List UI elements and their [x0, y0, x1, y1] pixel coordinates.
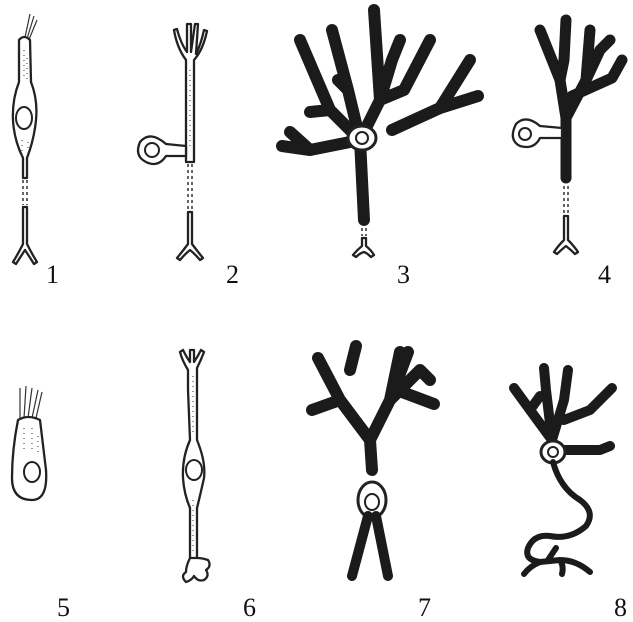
neuron-7-label: 7 — [418, 595, 431, 621]
neuron-6-drawing — [180, 350, 210, 582]
neuron-8-label: 8 — [614, 595, 627, 621]
neuron-2-drawing — [138, 24, 207, 260]
neuron-8-drawing — [514, 368, 612, 574]
neuron-4-drawing — [513, 20, 622, 254]
neuron-3-label: 3 — [397, 262, 410, 288]
neuron-6-label: 6 — [243, 595, 256, 621]
neuron-1-label: 1 — [46, 262, 59, 288]
neuron-4-label: 4 — [598, 262, 611, 288]
neuron-7-drawing — [312, 346, 434, 576]
neuron-3-drawing — [282, 10, 478, 257]
neuron-1-drawing — [13, 14, 37, 264]
neuron-5-drawing — [12, 386, 46, 500]
neuron-2-label: 2 — [226, 262, 239, 288]
neuron-5-label: 5 — [57, 595, 70, 621]
